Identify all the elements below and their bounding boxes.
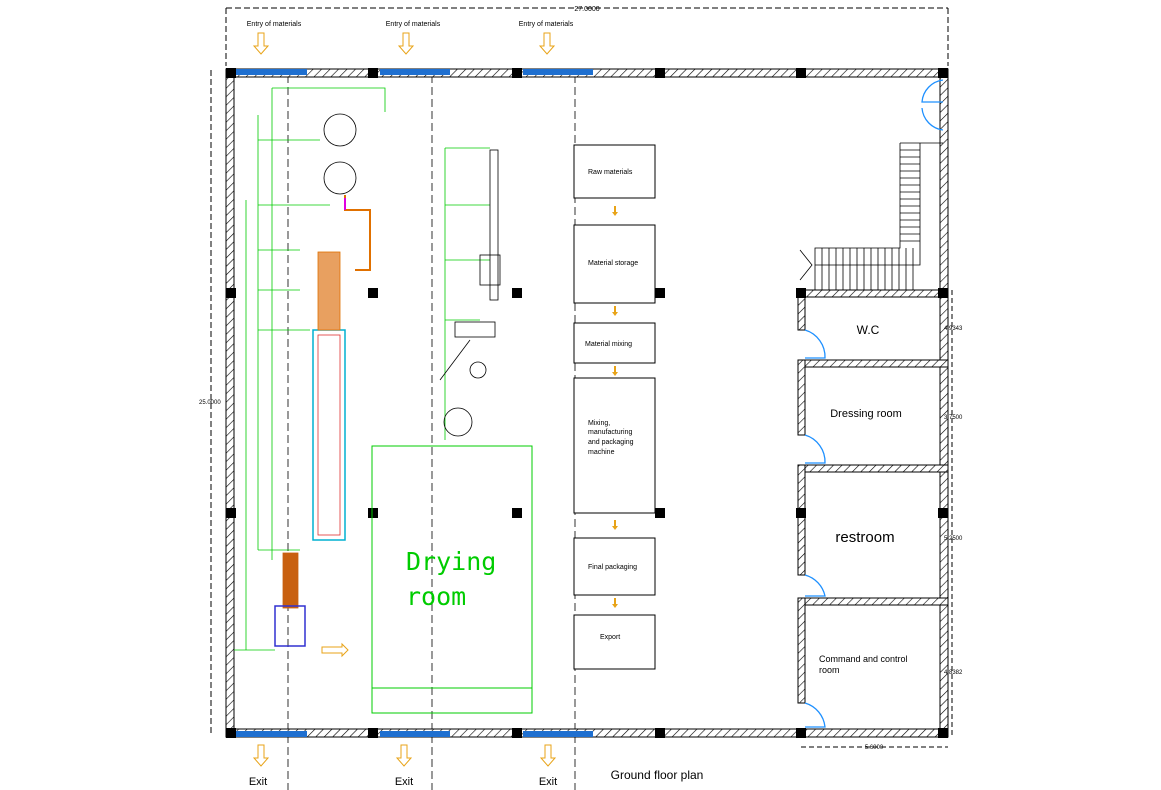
- exit-label: Exit: [539, 776, 557, 788]
- dimension-label: 3.7500: [944, 415, 963, 421]
- down-arrow-icon: [539, 744, 557, 767]
- flow-box-final-packaging: [573, 537, 656, 596]
- entry-label: Entry of materials: [519, 21, 574, 28]
- flow-box-raw-materials: [573, 144, 656, 199]
- column: [796, 508, 806, 518]
- doors: [804, 79, 944, 728]
- column: [226, 728, 236, 738]
- column: [796, 68, 806, 78]
- dimension-label: 4.8382: [944, 670, 963, 676]
- entry-3: Entry of materials: [519, 21, 574, 55]
- flow-box-mixing-machine: [573, 377, 656, 514]
- exit-1: Exit: [249, 744, 270, 788]
- room-command: Command and control: [819, 654, 908, 664]
- exit-3: Exit: [539, 744, 557, 788]
- flow-label: machine: [588, 449, 615, 456]
- drying-room: Drying room: [371, 445, 533, 714]
- exit-2: Exit: [395, 744, 413, 788]
- flow-box-export: [573, 614, 656, 670]
- entry-2: Entry of materials: [386, 21, 441, 55]
- dimension-right: [801, 290, 953, 748]
- column: [655, 508, 665, 518]
- dimension-left-label: 25.0000: [199, 400, 221, 406]
- dimension-label: 4.9343: [944, 326, 963, 332]
- room-wc: W.C: [857, 323, 880, 337]
- room-restroom: restroom: [835, 529, 894, 546]
- down-arrow-icon: [252, 744, 270, 767]
- dimension-top-label: 27.0000: [574, 6, 599, 13]
- process-flow: [573, 144, 656, 670]
- column: [938, 728, 948, 738]
- production-line-middle: [439, 147, 501, 440]
- column: [938, 68, 948, 78]
- flow-arrows: [612, 206, 618, 608]
- drying-room-label-2: room: [406, 582, 466, 611]
- column: [226, 288, 236, 298]
- column: [226, 68, 236, 78]
- flow-label: Mixing,: [588, 420, 610, 427]
- flow-label: Raw materials: [588, 169, 633, 176]
- windows: [234, 69, 593, 737]
- column: [938, 288, 948, 298]
- drying-room-label-1: Drying: [406, 547, 496, 576]
- room-command: room: [819, 665, 840, 675]
- flow-box-material-mixing: [573, 322, 656, 364]
- column: [512, 288, 522, 298]
- entry-1: Entry of materials: [247, 21, 302, 55]
- flow-box-material-storage: [573, 224, 656, 304]
- column: [368, 288, 378, 298]
- entry-label: Entry of materials: [247, 21, 302, 28]
- flow-label: Final packaging: [588, 564, 637, 571]
- room-dressing: Dressing room: [830, 408, 902, 420]
- right-arrow-icon: [321, 642, 349, 658]
- column: [655, 728, 665, 738]
- exit-label: Exit: [395, 776, 413, 788]
- column: [938, 508, 948, 518]
- dimension-label: 5.2500: [944, 536, 963, 542]
- column: [226, 508, 236, 518]
- column: [655, 288, 665, 298]
- entry-label: Entry of materials: [386, 21, 441, 28]
- column: [796, 728, 806, 738]
- down-arrow-icon: [397, 32, 415, 55]
- column: [796, 288, 806, 298]
- dimension-label: 5.6000: [865, 745, 884, 751]
- column: [368, 68, 378, 78]
- dimension-top: [225, 7, 949, 66]
- down-arrow-icon: [252, 32, 270, 55]
- flow-label: Material mixing: [585, 341, 632, 348]
- column: [368, 508, 378, 518]
- flow-label: and packaging: [588, 439, 634, 446]
- plan-title: Ground floor plan: [611, 768, 704, 782]
- column: [655, 68, 665, 78]
- column: [368, 728, 378, 738]
- flow-label: manufacturing: [588, 429, 632, 436]
- down-arrow-icon: [395, 744, 413, 767]
- down-arrow-icon: [538, 32, 556, 55]
- stairs: [799, 142, 943, 290]
- production-line-left: [234, 87, 386, 651]
- exit-label: Exit: [249, 776, 267, 788]
- flow-label: Export: [600, 634, 620, 641]
- column: [512, 68, 522, 78]
- flow-label: Material storage: [588, 260, 638, 267]
- grid-lines: [287, 75, 576, 790]
- column: [512, 728, 522, 738]
- column: [512, 508, 522, 518]
- columns: [226, 68, 948, 738]
